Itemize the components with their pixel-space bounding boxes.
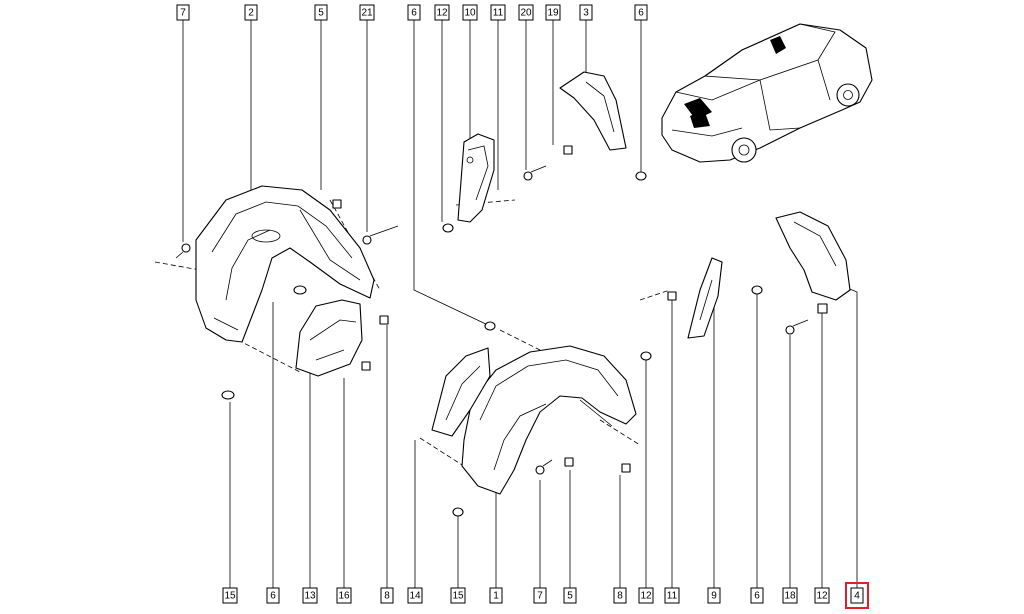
right-splash-shield [775,211,851,301]
fasteners [175,145,828,517]
callouts-bottom: 15 6 13 16 8 14 15 1 7 5 8 12 11 9 6 18 12 4 [222,587,864,604]
car-overview-illustration [661,23,873,163]
leader-lines [154,20,858,588]
callout-11: 11 [664,587,680,604]
callout-21: 21 [359,4,375,21]
screw-icon [362,225,399,245]
callout-label: 15 [452,591,464,602]
callout-label: 8 [617,591,623,602]
nut-icon [817,303,828,314]
callout-label: 7 [180,8,186,19]
callout-2: 2 [244,4,258,21]
callout-20: 20 [518,4,534,21]
callout-6: 6 [634,4,648,21]
callout-4: 4 [850,587,864,604]
clip-icon [484,321,496,331]
clip-icon [442,223,454,233]
callout-15: 15 [222,587,238,604]
callout-3: 3 [579,4,593,21]
callout-12: 12 [638,587,654,604]
nut-icon [667,291,677,301]
upper-splash-panel [559,71,627,151]
right-wheel-arch-liner [461,345,637,495]
clip-icon [221,390,235,400]
callout-6: 6 [407,4,421,21]
callout-label: 7 [537,591,543,602]
callout-1: 1 [489,587,503,604]
vertical-support-bracket [687,257,723,339]
callout-label: 19 [547,8,559,19]
callout-15: 15 [450,587,466,604]
callout-7: 7 [533,587,547,604]
callout-label: 1 [493,591,499,602]
splash-shield-bracket [295,299,363,377]
callout-5: 5 [563,587,577,604]
clip-icon [293,285,307,295]
callout-label: 6 [270,591,276,602]
callout-label: 13 [304,591,316,602]
screw-icon [175,243,191,259]
callout-label: 8 [384,591,390,602]
callout-12: 12 [814,587,830,604]
callout-label: 18 [784,591,796,602]
clip-icon [635,171,647,181]
callout-label: 3 [583,8,589,19]
screw-icon [535,459,553,475]
callout-label: 9 [711,591,717,602]
callout-7: 7 [176,4,190,21]
nut-icon [564,457,574,467]
callout-label: 2 [248,8,254,19]
callout-10: 10 [462,4,478,21]
callout-label: 11 [493,8,504,19]
callout-8: 8 [380,587,394,604]
callout-11: 11 [490,4,506,21]
callout-label: 5 [567,591,573,602]
screw-icon [523,165,547,181]
callout-label: 6 [638,8,644,19]
callout-label: 21 [361,8,373,19]
callout-label: 4 [854,591,860,602]
callout-5: 5 [314,4,328,21]
clip-icon [751,285,763,295]
nut-icon [379,315,389,325]
callout-13: 13 [302,587,318,604]
callout-12: 12 [434,4,450,21]
callout-label: 20 [520,8,532,19]
callout-label: 6 [754,591,760,602]
highlight-box [845,582,869,609]
clip-icon [640,351,652,361]
callout-label: 16 [338,591,350,602]
callout-8: 8 [613,587,627,604]
callout-6: 6 [266,587,280,604]
left-wheel-arch-liner [195,185,375,343]
callout-14: 14 [407,587,423,604]
clip-icon [452,507,464,517]
nut-icon [332,199,342,209]
nut-icon [563,145,573,155]
callout-9: 9 [707,587,721,604]
hinge-bracket [457,133,495,223]
lower-liner-bracket [431,347,491,437]
callout-label: 12 [816,591,828,602]
callout-label: 14 [409,591,421,602]
callout-label: 10 [464,8,476,19]
callout-label: 6 [411,8,417,19]
callout-label: 11 [667,591,678,602]
callout-label: 15 [224,591,236,602]
callout-16: 16 [336,587,352,604]
nut-icon [621,463,631,473]
callout-18: 18 [782,587,798,604]
callout-label: 5 [318,8,324,19]
screw-icon [785,319,809,335]
callout-label: 12 [640,591,652,602]
callout-19: 19 [545,4,561,21]
callout-label: 12 [436,8,448,19]
nut-icon [361,361,371,371]
callout-6: 6 [750,587,764,604]
callouts-top: 7 2 5 21 6 12 10 11 20 19 3 6 [176,4,648,21]
